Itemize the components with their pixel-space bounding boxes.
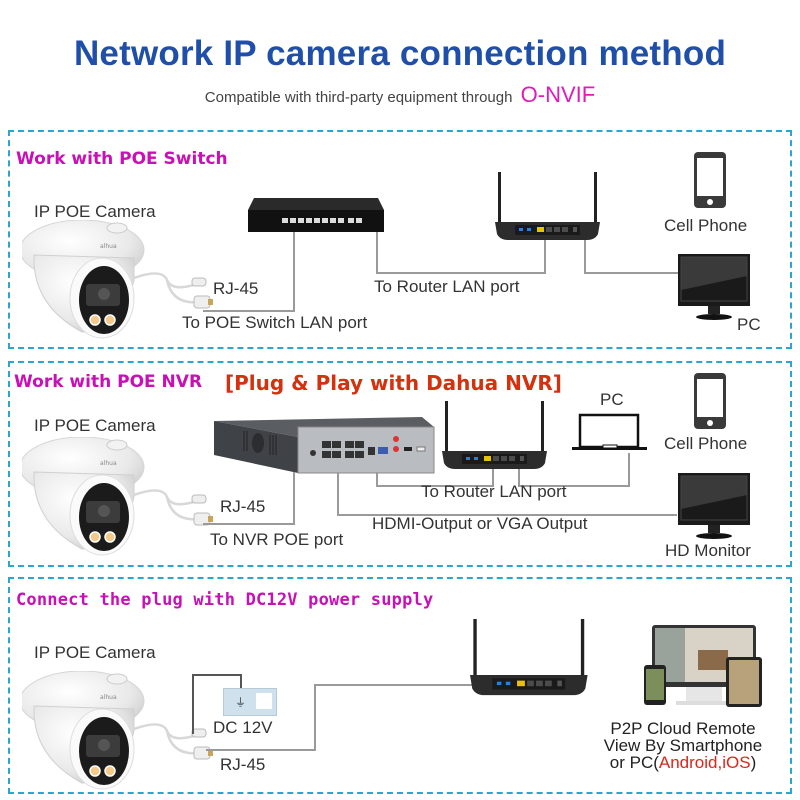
power-symbol-icon: ⏚	[235, 697, 246, 709]
port-label: To NVR POE port	[210, 530, 344, 549]
rj45-cable-vertical	[293, 232, 295, 312]
hd-monitor-icon	[678, 473, 751, 540]
nvr-hdmi-cable	[337, 472, 339, 516]
pc-label: PC	[600, 390, 624, 409]
pc-cable-vertical	[628, 453, 630, 487]
router-to-pc-cable	[518, 485, 630, 487]
p2p-line-3: or PC(Android,iOS)	[609, 753, 757, 772]
platforms-highlight: Android,iOS	[658, 753, 751, 772]
router-lan-cable	[544, 238, 546, 274]
multi-device-view-icon	[644, 625, 762, 707]
cell-phone-icon	[694, 373, 726, 429]
p2p-line-2: View By Smartphone	[603, 736, 763, 755]
cable-label: RJ-45	[220, 497, 266, 516]
cell-phone-label: Cell Phone	[664, 216, 748, 235]
router-icon	[495, 172, 600, 240]
router-port-label: To Router LAN port	[374, 277, 520, 296]
cable-label: RJ-45	[213, 279, 259, 298]
hd-monitor-label: HD Monitor	[665, 541, 751, 560]
laptop-icon	[572, 413, 647, 450]
rj45-cable-vertical	[293, 472, 295, 525]
rj45-cable	[203, 310, 295, 312]
router-pc-cable	[518, 461, 520, 487]
router-icon	[442, 401, 547, 469]
dc-power-cable-drop	[240, 674, 242, 690]
panel-title: Work with POE NVR	[14, 372, 203, 392]
rj45-cable-vertical	[314, 684, 316, 751]
router-pc-cable	[584, 238, 586, 274]
p2p-remote-text: P2P Cloud Remote View By Smartphone or P…	[598, 720, 768, 771]
router-lan-cable	[492, 461, 494, 487]
ip-camera-icon	[22, 437, 215, 557]
nvr-to-router-cable	[376, 485, 494, 487]
page-title: Network IP camera connection method	[73, 34, 727, 73]
panel-title: Work with POE Switch	[16, 149, 228, 169]
pc-monitor-icon	[678, 254, 751, 321]
panel-dc12v: Connect the plug with DC12V power supply…	[8, 577, 792, 794]
nvr-icon	[214, 417, 435, 474]
panel-poe-nvr: Work with POE NVR [Plug & Play with Dahu…	[8, 361, 792, 567]
cell-phone-label: Cell Phone	[664, 434, 748, 453]
camera-label: IP POE Camera	[34, 643, 156, 662]
panel-poe-switch: Work with POE Switch IP POE Camera RJ-45…	[8, 130, 792, 349]
cell-phone-icon	[694, 152, 726, 208]
router-port-label: To Router LAN port	[421, 482, 567, 501]
nvr-uplink-cable	[376, 472, 378, 487]
onvif-highlight: O-NVIF	[520, 82, 596, 107]
router-icon	[470, 619, 588, 696]
power-label: DC 12V	[213, 718, 273, 737]
dc-power-cable-top	[192, 674, 242, 676]
rj45-cable	[206, 749, 316, 751]
camera-label: IP POE Camera	[34, 416, 156, 435]
panel-title: Connect the plug with DC12V power supply	[16, 590, 434, 610]
pc-label: PC	[737, 315, 761, 334]
port-label: To POE Switch LAN port	[182, 313, 368, 332]
switch-to-router-cable	[376, 272, 546, 274]
switch-uplink-cable	[376, 232, 378, 274]
camera-label: IP POE Camera	[34, 202, 156, 221]
rj45-cable	[203, 523, 295, 525]
p2p-line-1: P2P Cloud Remote	[610, 719, 756, 738]
page-subtitle: Compatible with third-party equipment th…	[0, 82, 800, 108]
router-to-pc-cable	[584, 272, 680, 274]
hdmi-label: HDMI-Output or VGA Output	[372, 514, 588, 533]
dc-power-adapter-icon: ⏚	[223, 688, 277, 716]
dc-power-cable	[192, 674, 194, 734]
rj45-to-router-cable	[314, 684, 482, 686]
poe-switch-icon	[248, 198, 384, 232]
hdmi-to-monitor-cable	[337, 514, 677, 516]
plug-and-play-note: [Plug & Play with Dahua NVR]	[225, 371, 562, 395]
subtitle-text: Compatible with third-party equipment th…	[204, 89, 513, 106]
cable-label: RJ-45	[220, 755, 266, 774]
